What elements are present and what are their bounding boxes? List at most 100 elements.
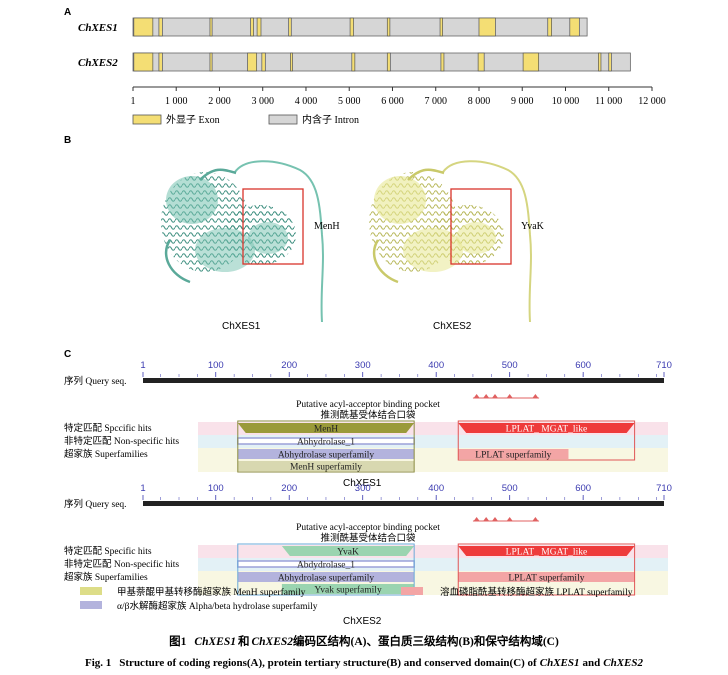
gene-name-chxes2: ChXES2 bbox=[78, 57, 118, 69]
structure-name-chxes2: ChXES2 bbox=[433, 321, 472, 332]
exon-block bbox=[569, 17, 580, 37]
protein-ribbon-chxes1 bbox=[161, 160, 324, 323]
exon-block bbox=[477, 52, 485, 72]
exon-block bbox=[386, 52, 391, 72]
scale-tick-label: 200 bbox=[281, 483, 297, 494]
exon-block bbox=[547, 17, 553, 37]
domain-bar bbox=[237, 449, 415, 459]
row-label-specific: 特定匹配 Specific hits bbox=[64, 545, 152, 557]
group-caption-chxes2: ChXES2 bbox=[343, 616, 382, 627]
row-label-query: 序列 Query seq. bbox=[64, 375, 127, 387]
intron-bar bbox=[132, 17, 588, 37]
axis-tick-label: 6 000 bbox=[381, 96, 404, 107]
domain-label: Abhydrolase superfamily bbox=[278, 450, 375, 461]
pocket-label-zh: 推测酰基受体结合口袋 bbox=[320, 532, 416, 544]
exon-block bbox=[247, 52, 258, 72]
exon-block bbox=[256, 17, 262, 37]
axis-tick-label: 1 000 bbox=[165, 96, 188, 107]
scale-tick-label: 500 bbox=[502, 360, 518, 371]
pocket-site-mark bbox=[483, 517, 490, 521]
legend-intron-label: 内含子 Intron bbox=[302, 113, 359, 126]
scale-tick-label: 100 bbox=[208, 360, 224, 371]
exon-block bbox=[440, 52, 445, 72]
domain-region-outline bbox=[237, 420, 415, 473]
query-sequence-bar bbox=[143, 378, 664, 383]
axis-tick-label: 8 000 bbox=[468, 96, 491, 107]
axis-tick-label: 1 bbox=[131, 96, 136, 107]
pocket-label-zh: 推测酰基受体结合口袋 bbox=[320, 409, 416, 421]
exon-block bbox=[608, 52, 612, 72]
axis-tick-label: 4 000 bbox=[295, 96, 318, 107]
exon-block bbox=[439, 17, 444, 37]
domain-bar bbox=[281, 546, 415, 556]
exon-block bbox=[349, 17, 354, 37]
row-label-superfamily: 超家族 Superfamilies bbox=[64, 571, 148, 583]
legend-exon-label: 外显子 Exon bbox=[166, 114, 220, 126]
pocket-site-mark bbox=[506, 394, 513, 398]
exon-block bbox=[478, 17, 496, 37]
pocket-site-mark bbox=[473, 517, 480, 521]
exon-block bbox=[209, 52, 213, 72]
domain-label: Abhydrolase superfamily bbox=[278, 573, 375, 584]
domain-label: LPLAT superfamily bbox=[475, 450, 551, 461]
pocket-site-mark bbox=[506, 517, 513, 521]
axis-tick-label: 10 000 bbox=[552, 96, 580, 107]
exon-block bbox=[261, 52, 266, 72]
row-label-nonspecific: 非特定匹配 Non-specific hits bbox=[64, 558, 179, 570]
domain-bar bbox=[237, 461, 415, 471]
gene-track-chxes2: ChXES2 bbox=[78, 52, 631, 72]
row-label-superfamily: 超家族 Superfamilies bbox=[64, 448, 148, 460]
group-caption-chxes1: ChXES1 bbox=[343, 478, 382, 489]
pocket-site-mark bbox=[491, 394, 498, 398]
domain-bar bbox=[458, 423, 635, 433]
domain-label: Yvak superfamily bbox=[314, 585, 382, 596]
exon-block bbox=[386, 17, 391, 37]
legend-menh-swatch bbox=[80, 587, 102, 595]
protein-ribbon-chxes2 bbox=[369, 160, 532, 323]
domain-bar bbox=[458, 449, 569, 459]
structure-name-chxes1: ChXES1 bbox=[222, 321, 261, 332]
axis-tick-label: 12 000 bbox=[638, 96, 666, 107]
active-site-label-chxes2: YvaK bbox=[521, 221, 545, 232]
scale-tick-label: 1 bbox=[140, 483, 145, 494]
gene-name-chxes1: ChXES1 bbox=[78, 22, 118, 34]
domain-bar bbox=[281, 584, 415, 594]
pocket-label-en: Putative acyl-acceptor binding pocket bbox=[296, 523, 440, 533]
exon-block bbox=[288, 17, 292, 37]
domain-label: Abhydrolase_1 bbox=[297, 438, 355, 448]
scale-tick-label: 1 bbox=[140, 360, 145, 371]
panel-c-legend: 甲基萘醌甲基转移酶超家族 MenH superfamily 溶血磷脂酰基转移酶超… bbox=[80, 586, 633, 612]
scale-tick-label: 100 bbox=[208, 483, 224, 494]
domain-bar bbox=[237, 423, 415, 433]
domain-region-outline bbox=[457, 543, 636, 596]
exon-block bbox=[290, 52, 293, 72]
pocket-label-en: Putative acyl-acceptor binding pocket bbox=[296, 400, 440, 410]
legend-exon-swatch bbox=[132, 114, 162, 125]
panel-a-label: A bbox=[64, 7, 71, 18]
scale-tick-label: 400 bbox=[428, 360, 444, 371]
axis-tick-label: 2 000 bbox=[208, 96, 231, 107]
exon-block bbox=[209, 17, 213, 37]
domain-bar bbox=[458, 572, 635, 582]
panel-c-label: C bbox=[64, 349, 71, 360]
domain-label: Abdydrolase_1 bbox=[297, 561, 355, 571]
legend-lplat-label: 溶血磷脂酰基转移酶超家族 LPLAT superfamily bbox=[440, 586, 633, 598]
panel-b-label: B bbox=[64, 135, 71, 146]
pocket-site-mark bbox=[473, 394, 480, 398]
active-site-box-chxes1 bbox=[242, 188, 304, 265]
exon-block bbox=[598, 52, 602, 72]
domain-label: LPLAT_ MGAT_like bbox=[506, 425, 588, 435]
domain-label: LPLAT superfamily bbox=[508, 573, 584, 584]
exon-block bbox=[158, 52, 163, 72]
exon-block bbox=[133, 17, 154, 37]
axis-tick-label: 7 000 bbox=[424, 96, 447, 107]
pocket-site-mark bbox=[532, 394, 539, 398]
query-sequence-bar bbox=[143, 501, 664, 506]
protein-structure-chxes2: YvaK ChXES2 bbox=[369, 160, 545, 332]
scale-tick-label: 500 bbox=[502, 483, 518, 494]
